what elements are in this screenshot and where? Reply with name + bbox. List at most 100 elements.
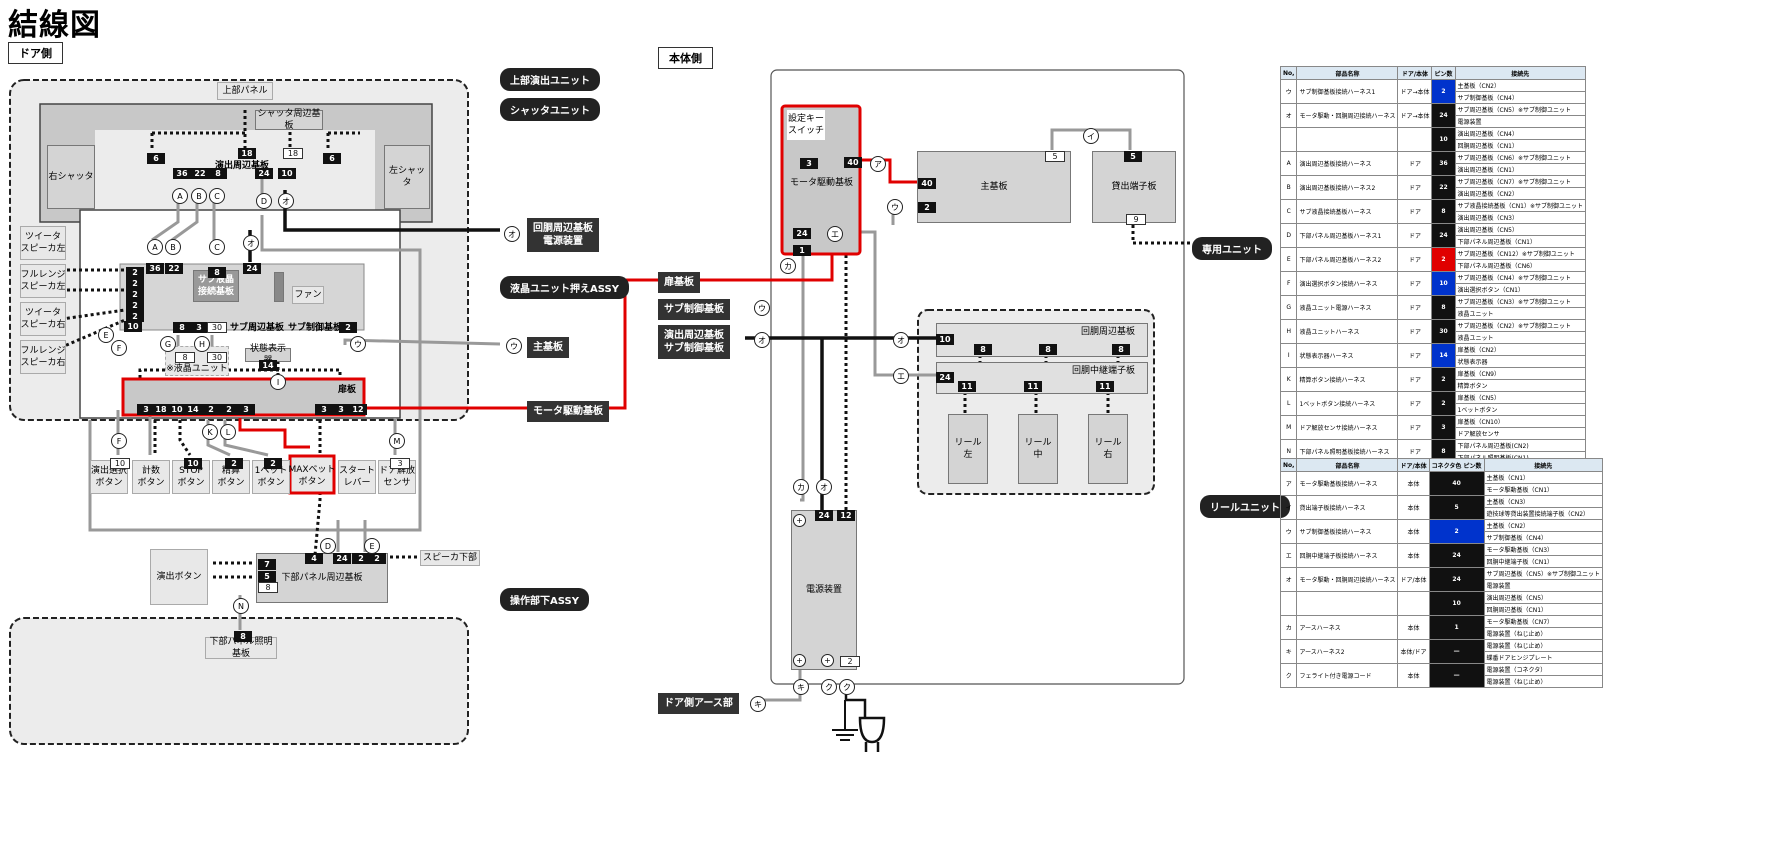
table-cell: 本体/ドア bbox=[1397, 639, 1430, 664]
table-cell: 本体 bbox=[1397, 663, 1430, 688]
reel-center: リール 中 bbox=[1018, 414, 1058, 484]
tobira-label: 扉板 bbox=[338, 385, 357, 395]
pin-count-label: 5 bbox=[1124, 151, 1142, 162]
pin-count-label: 2 bbox=[126, 300, 144, 311]
table-cell: ドア bbox=[1397, 367, 1433, 392]
pin-count-label: 2 bbox=[352, 553, 370, 564]
table-cell: 2 bbox=[1431, 367, 1456, 392]
upper-panel: 上部パネル bbox=[217, 82, 273, 100]
tag-lcd-assy: 液晶ユニット押えASSY bbox=[500, 276, 629, 299]
pin-count-label: 6 bbox=[323, 153, 341, 164]
table-cell: 回胴周辺基板（CN1） bbox=[1454, 139, 1587, 152]
sub-control-label: サブ制御基板 bbox=[288, 323, 343, 333]
connector-marker: I bbox=[270, 374, 286, 390]
table-cell: エ bbox=[1279, 543, 1298, 568]
table-cell: 演出選択ボタン（CN1） bbox=[1454, 283, 1587, 296]
table-cell: 10 bbox=[1431, 127, 1456, 152]
ensyutsu-periph-label: 演出周辺基板 bbox=[215, 161, 270, 171]
pin-count-label: 14 bbox=[259, 360, 277, 371]
table-cell: E bbox=[1279, 247, 1298, 272]
table-cell: 演出周辺基板（CN2） bbox=[1454, 187, 1587, 200]
table-cell: モータ駆動基板（CN7） bbox=[1483, 615, 1604, 628]
connector-marker: ア bbox=[870, 156, 886, 172]
table-cell: 液晶ユニット電源ハーネス bbox=[1296, 295, 1399, 320]
table-cell: 本体 bbox=[1397, 519, 1430, 544]
table-cell: 本体 bbox=[1397, 471, 1430, 496]
pin-count-label: 3 bbox=[190, 322, 208, 333]
pin-count-label: 12 bbox=[837, 510, 855, 521]
pin-count-label: 2 bbox=[126, 289, 144, 300]
pin-count-label: 3 bbox=[390, 458, 410, 469]
pin-count-label: 8 bbox=[1112, 344, 1130, 355]
pin-count-label: 12 bbox=[349, 404, 367, 415]
table-cell: 回胴中継端子板接続ハーネス bbox=[1296, 543, 1399, 568]
table-cell: カ bbox=[1279, 615, 1298, 640]
table-cell: 電源装置 bbox=[1454, 115, 1587, 128]
table-cell: 演出周辺基板（CN4） bbox=[1454, 127, 1587, 140]
connector-marker: B bbox=[165, 239, 181, 255]
table-cell: B bbox=[1279, 175, 1298, 200]
table-cell: モータ駆動基板接続ハーネス bbox=[1296, 471, 1399, 496]
table-cell: K bbox=[1279, 367, 1298, 392]
table-cell: 8 bbox=[1431, 199, 1456, 224]
connector-marker: イ bbox=[1083, 128, 1099, 144]
table-header: No, bbox=[1279, 458, 1298, 472]
pin-count-label: 3 bbox=[332, 404, 350, 415]
table-cell: サブ周辺基板（CN2）※サブ制御ユニット bbox=[1454, 319, 1587, 332]
pin-count-label: 11 bbox=[958, 381, 976, 392]
fullrange-left: フルレンジ スピーカ左 bbox=[20, 264, 66, 298]
table-cell: 40 bbox=[1428, 471, 1485, 496]
table-cell: ア bbox=[1279, 471, 1298, 496]
harness-table-body: No,部品名称ドア/本体コネクタ色 ピン数接続先アモータ駆動基板接続ハーネス本体… bbox=[1279, 458, 1604, 688]
table-cell: C bbox=[1279, 199, 1298, 224]
connector-marker: ウ bbox=[887, 199, 903, 215]
section-body: 本体側 bbox=[658, 47, 713, 69]
pin-count-label: 24 bbox=[793, 228, 811, 239]
table-cell: サブ制御基板接続ハーネス1 bbox=[1296, 79, 1399, 104]
pin-count-label: 10 bbox=[278, 168, 296, 179]
table-cell: サブ周辺基板（CN5）※サブ制御ユニット bbox=[1483, 567, 1604, 580]
connector-marker: キ bbox=[793, 679, 809, 695]
btn-stop: STOP ボタン bbox=[172, 460, 210, 494]
pin-count-label: 3 bbox=[137, 404, 155, 415]
table-cell: 24 bbox=[1431, 103, 1456, 128]
right-shutter: 右シャッタ bbox=[47, 145, 95, 209]
connector-marker: A bbox=[147, 239, 163, 255]
table-cell: 24 bbox=[1428, 543, 1485, 568]
table-cell: 状態表示器 bbox=[1454, 355, 1587, 368]
connector-marker: カ bbox=[780, 258, 796, 274]
pin-count-label: 36 bbox=[173, 168, 191, 179]
connector-marker: N bbox=[233, 598, 249, 614]
table-cell: ウ bbox=[1279, 79, 1298, 104]
table-cell: 回胴周辺基板（CN1） bbox=[1483, 603, 1604, 616]
payout-terminal: 貸出端子板 bbox=[1092, 151, 1176, 223]
table-cell: 電源装置（コネクタ） bbox=[1483, 663, 1604, 676]
table-header: No, bbox=[1279, 66, 1298, 80]
table-cell: ドア bbox=[1397, 151, 1433, 176]
table-cell: モータ駆動・回胴周辺接続ハーネス bbox=[1296, 103, 1399, 128]
connector-marker: オ bbox=[504, 226, 520, 242]
table-cell: 1 bbox=[1428, 615, 1485, 640]
table-cell: 遊技球等貸出装置接続端子板（CN2） bbox=[1483, 507, 1604, 520]
connector-marker: エ bbox=[893, 368, 909, 384]
btn-count: 計数 ボタン bbox=[132, 460, 170, 494]
out-tobira: 扉基板 bbox=[658, 272, 700, 293]
pin-count-label: 3 bbox=[800, 158, 818, 169]
reel-left: リール 左 bbox=[948, 414, 988, 484]
table-cell: サブ周辺基板（CN3）※サブ制御ユニット bbox=[1454, 295, 1587, 308]
pin-count-label: 8 bbox=[208, 267, 226, 278]
pin-count-label: 22 bbox=[191, 168, 209, 179]
connector-marker: カ bbox=[793, 479, 809, 495]
pin-count-label: 2 bbox=[918, 202, 936, 213]
pin-count-label: 2 bbox=[126, 311, 144, 322]
connector-marker: ク bbox=[821, 679, 837, 695]
